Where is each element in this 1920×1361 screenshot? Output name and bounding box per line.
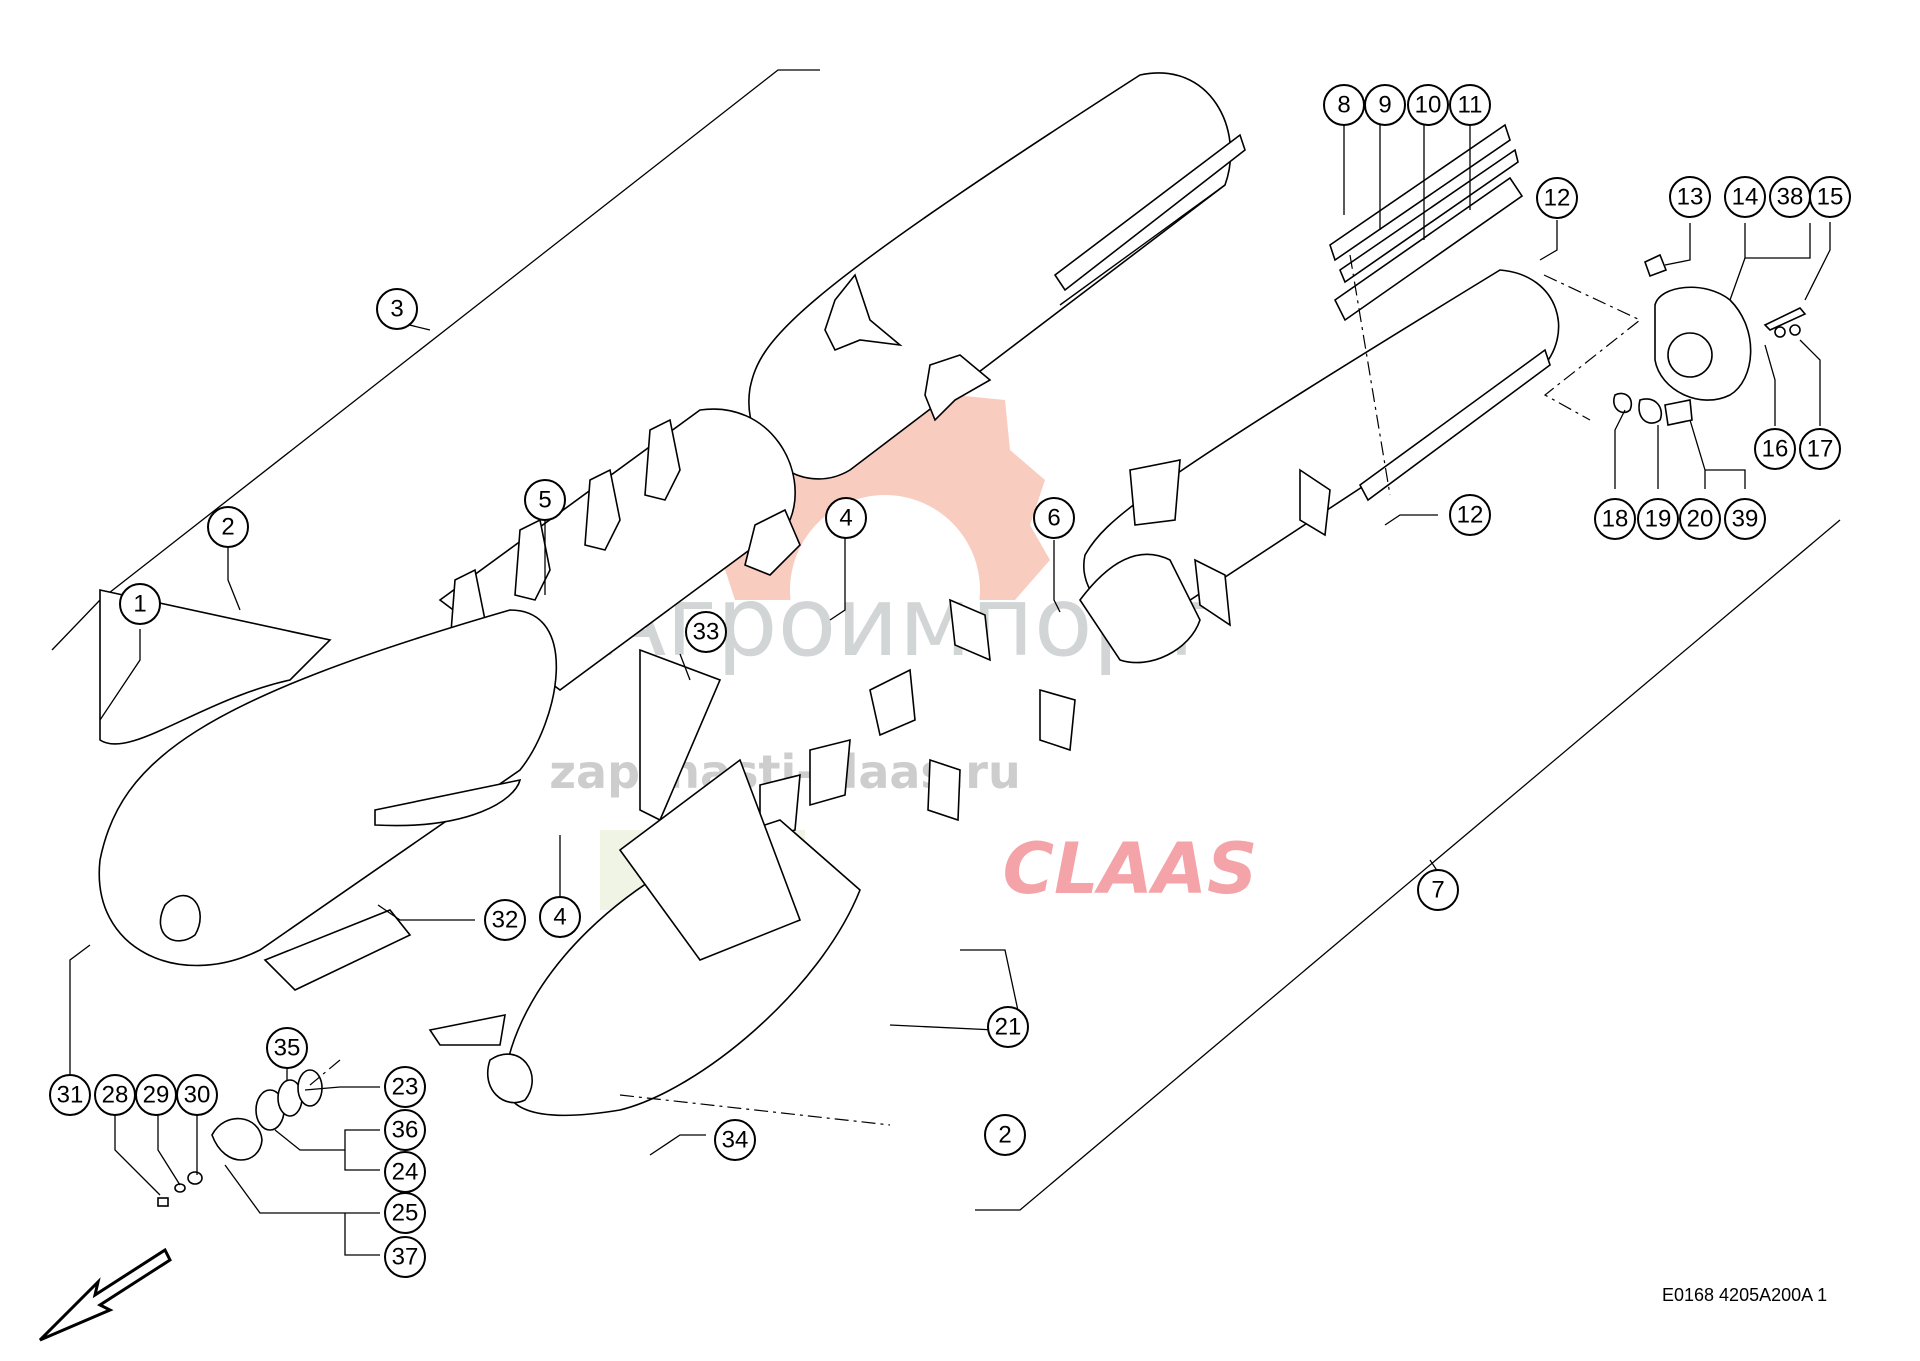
claas-logo: CLAAS [1003,828,1258,910]
svg-text:33: 33 [693,619,720,646]
callout-29: 29 [135,1074,177,1116]
svg-text:4: 4 [553,904,566,931]
svg-text:28: 28 [102,1082,129,1109]
callout-32: 32 [484,899,526,941]
svg-text:37: 37 [392,1244,419,1271]
callout-28: 28 [94,1074,136,1116]
svg-text:12: 12 [1544,185,1571,212]
callout-14: 14 [1724,176,1766,218]
svg-text:25: 25 [392,1200,419,1227]
bearing-assembly [157,1069,323,1207]
callout-10: 10 [1407,84,1449,126]
svg-text:32: 32 [492,907,519,934]
callout-24: 24 [384,1151,426,1193]
callout-12-top: 12 [1536,177,1578,219]
callout-31: 31 [49,1074,91,1116]
svg-text:7: 7 [1431,877,1444,904]
svg-text:3: 3 [390,296,403,323]
callout-34: 34 [714,1119,756,1161]
callout-5: 5 [524,479,566,521]
callout-25: 25 [384,1192,426,1234]
callout-16: 16 [1754,428,1796,470]
callout-30: 30 [176,1074,218,1116]
svg-text:11: 11 [1458,92,1483,119]
svg-text:17: 17 [1807,436,1834,463]
svg-text:21: 21 [995,1014,1022,1041]
callout-2-bottom: 2 [984,1114,1026,1156]
callout-7: 7 [1417,869,1459,911]
svg-text:34: 34 [722,1127,749,1154]
svg-text:24: 24 [392,1159,419,1186]
arrow-down-left-icon [38,1247,172,1342]
callout-13: 13 [1669,176,1711,218]
callout-18: 18 [1594,498,1636,540]
callout-2-top: 2 [207,506,249,548]
svg-text:18: 18 [1602,506,1629,533]
svg-text:4: 4 [839,505,852,532]
svg-text:6: 6 [1047,505,1060,532]
svg-text:2: 2 [221,514,234,541]
svg-text:31: 31 [57,1082,84,1109]
callout-3: 3 [376,288,418,330]
callout-15: 15 [1809,176,1851,218]
svg-text:10: 10 [1415,92,1442,119]
callout-9: 9 [1364,84,1406,126]
callout-4-bottom: 4 [539,896,581,938]
svg-text:35: 35 [274,1035,301,1062]
callout-6: 6 [1033,497,1075,539]
svg-text:12: 12 [1457,502,1484,529]
svg-text:13: 13 [1677,184,1704,211]
callout-17: 17 [1799,428,1841,470]
front-left-drum [98,589,558,991]
svg-text:15: 15 [1817,184,1844,211]
callout-12-bottom: 12 [1449,494,1491,536]
svg-text:38: 38 [1777,184,1804,211]
svg-text:5: 5 [538,487,551,514]
callout-21: 21 [987,1006,1029,1048]
callout-33: 33 [685,611,727,653]
callout-1: 1 [119,583,161,625]
svg-text:23: 23 [392,1074,419,1101]
svg-text:39: 39 [1732,506,1759,533]
tines [449,273,1331,842]
svg-text:36: 36 [392,1117,419,1144]
svg-text:19: 19 [1645,506,1672,533]
svg-text:1: 1 [133,591,146,618]
hub-assembly [1613,253,1807,426]
svg-text:30: 30 [184,1082,211,1109]
callout-39: 39 [1724,498,1766,540]
callout-19: 19 [1637,498,1679,540]
callout-20: 20 [1679,498,1721,540]
svg-text:16: 16 [1762,436,1789,463]
callout-23: 23 [384,1066,426,1108]
svg-text:9: 9 [1378,92,1391,119]
callout-4-top: 4 [825,497,867,539]
callout-38: 38 [1769,176,1811,218]
svg-text:8: 8 [1337,92,1350,119]
highlighted-part-10 [1329,123,1524,322]
svg-text:14: 14 [1732,184,1759,211]
rear-drum [748,72,1560,622]
front-center-drum [428,648,861,1117]
drawing-code: E0168 4205A200A 1 [1662,1285,1828,1305]
callout-8: 8 [1323,84,1365,126]
svg-text:20: 20 [1687,506,1714,533]
svg-text:2: 2 [998,1122,1011,1149]
callout-36: 36 [384,1109,426,1151]
callout-37: 37 [384,1236,426,1278]
callout-11: 11 [1449,84,1491,126]
callout-35: 35 [266,1027,308,1069]
svg-text:29: 29 [143,1082,170,1109]
